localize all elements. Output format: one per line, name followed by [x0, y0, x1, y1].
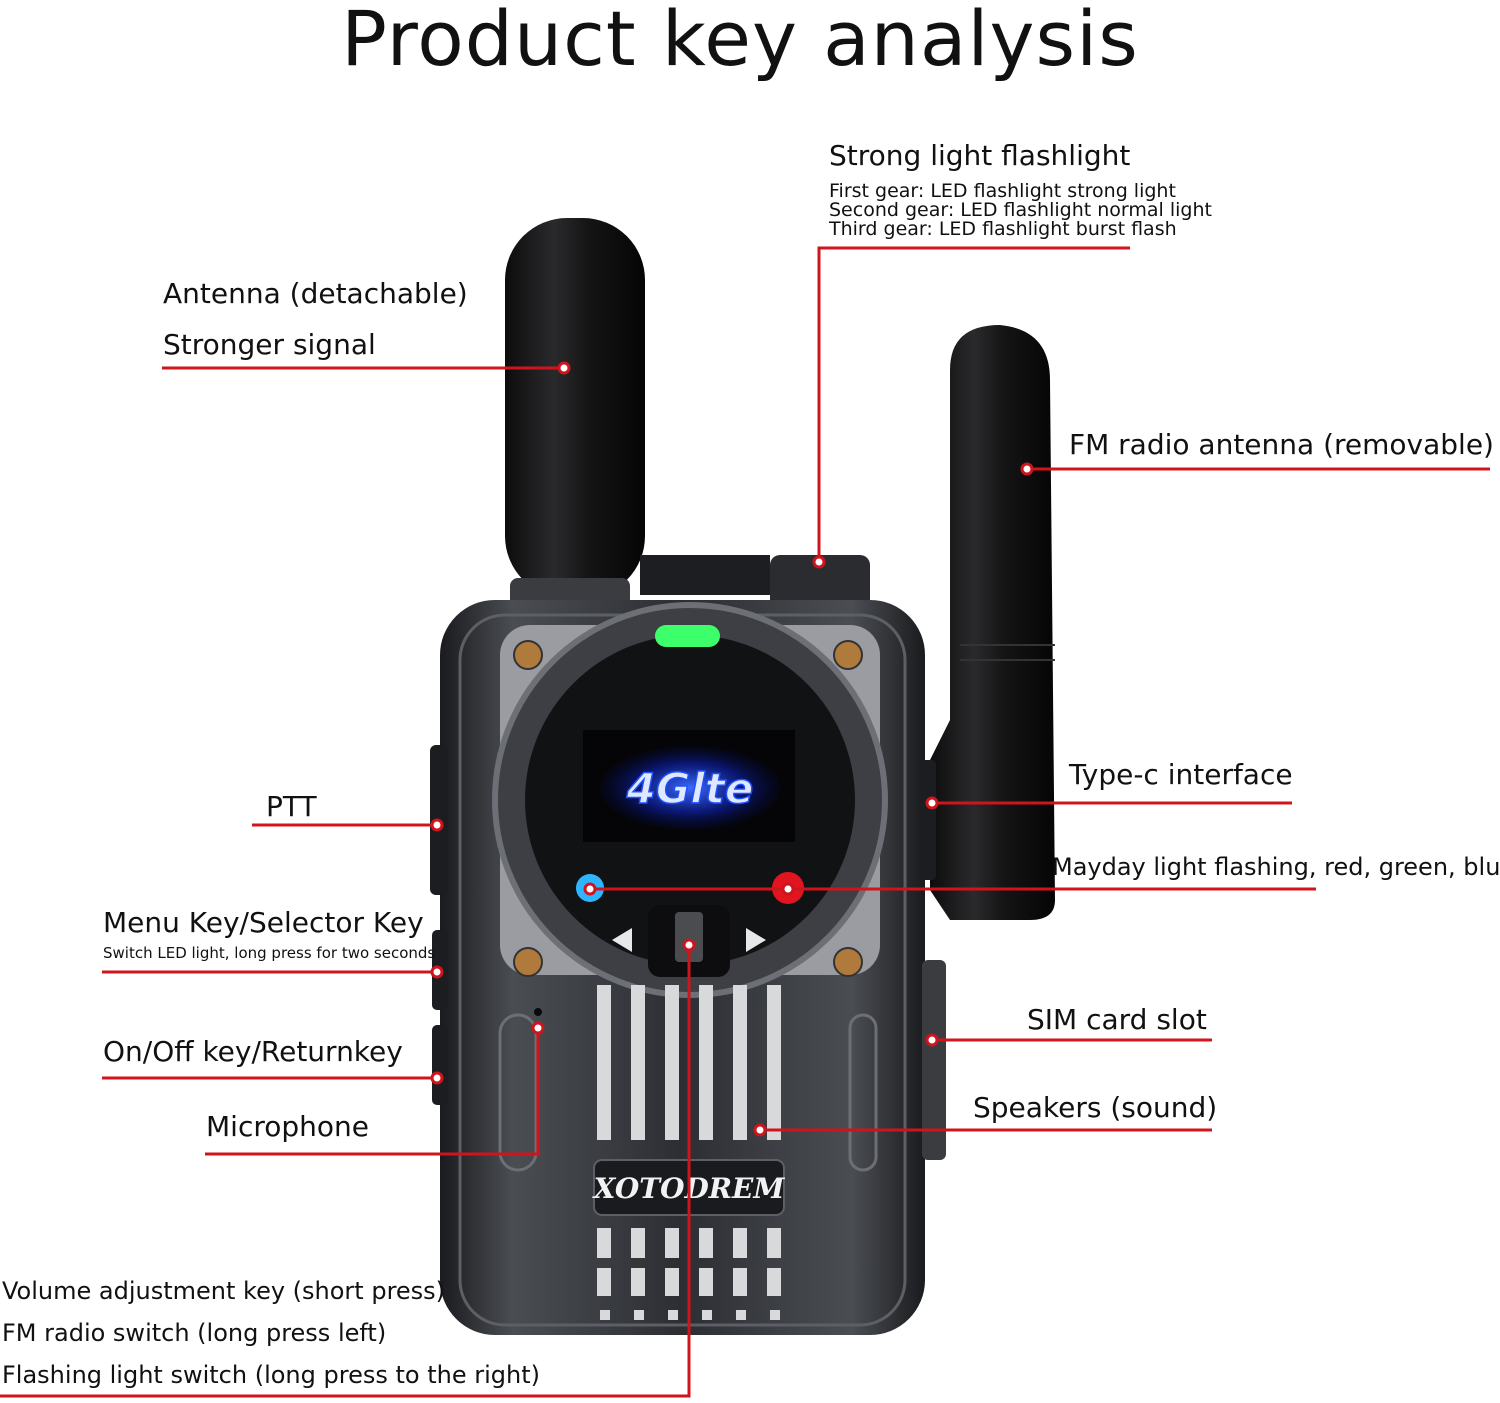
label-onoff: On/Off key/Returnkey: [103, 1035, 403, 1068]
label-volume-2: FM radio switch (long press left): [2, 1319, 387, 1347]
green-led: [655, 625, 720, 647]
label-antenna: Antenna (detachable): [163, 277, 468, 310]
bottom-grille: [597, 1228, 781, 1320]
label-speakers: Speakers (sound): [973, 1091, 1218, 1124]
leader-flashlight: [817, 246, 1130, 562]
label-fm-antenna: FM radio antenna (removable): [1069, 428, 1494, 461]
label-sim: SIM card slot: [1027, 1003, 1207, 1036]
label-flashlight-gear2: Second gear: LED flashlight normal light: [829, 199, 1212, 221]
label-antenna-signal: Stronger signal: [163, 328, 376, 361]
label-volume-1: Volume adjustment key (short press): [2, 1277, 446, 1305]
page-title: Product key analysis: [341, 0, 1139, 83]
speaker-grille: [597, 985, 781, 1140]
sim-slot: [922, 960, 946, 1160]
screen-logo: 4Glte: [626, 764, 754, 813]
label-mayday: Mayday light flashing, red, green, blue.: [1052, 853, 1500, 881]
label-flashlight-gear1: First gear: LED flashlight strong light: [829, 180, 1176, 202]
label-menu-key-sub: Switch LED light, long press for two sec…: [103, 944, 436, 962]
label-microphone: Microphone: [206, 1110, 369, 1143]
leader-lines: [0, 246, 1490, 1398]
main-antenna: [505, 218, 645, 598]
leader-microphone: [205, 1028, 540, 1156]
leader-volume: [0, 945, 691, 1398]
type-c-port: [920, 760, 936, 880]
label-type-c: Type-c interface: [1069, 758, 1293, 791]
label-volume-3: Flashing light switch (long press to the…: [2, 1361, 540, 1389]
onoff-button: [432, 1025, 448, 1105]
top-rail: [640, 555, 770, 595]
screws: [513, 640, 863, 977]
label-flashlight-gear3: Third gear: LED flashlight burst flash: [829, 218, 1177, 240]
fm-antenna: [930, 325, 1055, 920]
label-menu-key: Menu Key/Selector Key: [103, 906, 424, 939]
leader-dots: [430, 361, 1034, 1137]
mic-hole: [534, 1008, 542, 1016]
label-ptt: PTT: [266, 790, 317, 823]
label-flashlight: Strong light flashlight: [829, 139, 1131, 172]
